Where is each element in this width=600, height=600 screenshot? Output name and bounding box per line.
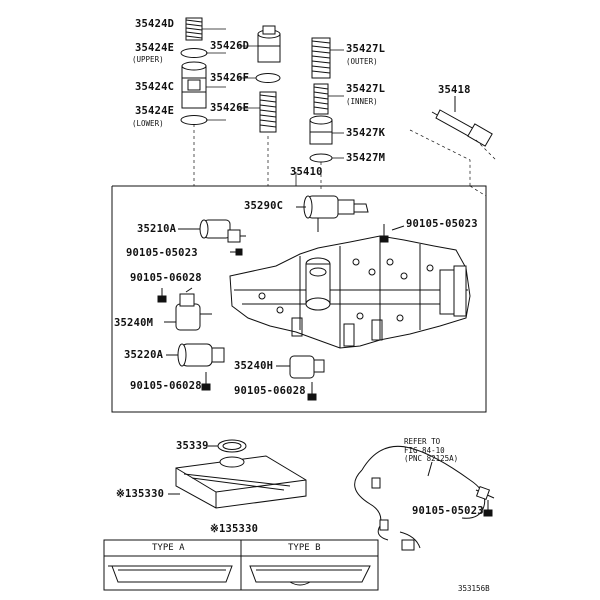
- label-35424e-lower: 35424E: [135, 105, 175, 117]
- bolt-90105-06028-b: [201, 372, 211, 391]
- label-35427m: 35427M: [346, 152, 386, 164]
- label-35339: 35339: [176, 440, 209, 452]
- o-ring-35426f: [255, 73, 281, 83]
- bolt-upper-right: [379, 224, 405, 243]
- label-90105-06028-right: 90105-06028: [234, 385, 306, 397]
- label-35220a: 35220A: [124, 349, 164, 361]
- spring-35426e: [259, 91, 277, 133]
- label-lower: (LOWER): [132, 119, 164, 128]
- piston-35424c: [181, 61, 207, 109]
- refer-line-1: REFER TO: [404, 437, 441, 446]
- table-header-type-b: TYPE B: [288, 543, 321, 553]
- spring-35427l-outer: [311, 37, 331, 79]
- label-35290c: 35290C: [244, 200, 284, 212]
- piston-35427k: [309, 115, 333, 145]
- table-header-type-a: TYPE A: [152, 543, 185, 553]
- type-b-illustration: [249, 565, 371, 586]
- refer-line-3: (PNC 82125A): [404, 454, 459, 464]
- oil-strainer-35330: [168, 455, 307, 509]
- spring-35427l-inner: [313, 83, 329, 115]
- solenoid-35290c: [296, 195, 369, 232]
- label-35427l-inner: 35427L: [346, 83, 386, 95]
- bolt-left-upper: [230, 248, 243, 256]
- label-35410: 35410: [290, 166, 323, 178]
- diagram-code: 353156B: [458, 584, 490, 593]
- label-35210a: 35210A: [137, 223, 177, 235]
- label-35330: ※135330: [116, 488, 165, 500]
- label-90105-06028-left: 90105-06028: [130, 380, 202, 392]
- o-ring-35424e-upper: [180, 48, 208, 58]
- label-90105-05023-right: 90105-05023: [406, 218, 478, 230]
- label-35424c: 35424C: [135, 81, 175, 93]
- label-35424e-upper: 35424E: [135, 42, 175, 54]
- label-upper: (UPPER): [132, 55, 164, 64]
- label-35426f: 35426F: [210, 72, 250, 84]
- type-table: [103, 539, 379, 591]
- label-35240h: 35240H: [234, 360, 274, 372]
- o-ring-35427m: [309, 153, 333, 163]
- solenoid-35240m: [164, 287, 212, 331]
- valve-body-35410: [229, 235, 471, 349]
- type-a-illustration: [108, 565, 233, 583]
- label-35418: 35418: [438, 84, 471, 96]
- label-90105-05023-left: 90105-05023: [126, 247, 198, 259]
- label-35426d: 35426D: [210, 40, 250, 52]
- label-90105-06028-top: 90105-06028: [130, 272, 202, 284]
- label-outer: (OUTER): [346, 57, 378, 66]
- piston-35426d: [257, 25, 281, 63]
- label-35426e: 35426E: [210, 102, 250, 114]
- refer-note: REFER TO FIG 84-10 (PNC 82125A): [404, 437, 459, 464]
- spring-35424d: [185, 17, 203, 41]
- body-frame: [111, 185, 487, 413]
- label-35240m: 35240M: [114, 317, 154, 329]
- solenoid-35220a: [166, 343, 225, 367]
- label-35427l-outer: 35427L: [346, 43, 386, 55]
- gasket-35339: [208, 439, 247, 453]
- label-90105-05023-bottom: 90105-05023: [412, 505, 484, 517]
- wire-harness: [354, 445, 495, 551]
- label-35427k: 35427K: [346, 127, 386, 139]
- solenoid-35210a: [178, 219, 246, 243]
- part-35418-drawing: [431, 96, 493, 147]
- label-inner: (INNER): [346, 97, 378, 106]
- label-35424d: 35424D: [135, 18, 175, 30]
- label-35330-bottom: ※135330: [210, 523, 259, 535]
- bolt-90105-06028-c: [307, 382, 317, 401]
- dashed-guides: [193, 124, 497, 190]
- leader-lines-top: [202, 28, 344, 159]
- o-ring-35424e-lower: [180, 115, 208, 125]
- bolt-90105-06028-a: [157, 288, 167, 303]
- refer-line-2: FIG 84-10: [404, 445, 445, 455]
- solenoid-35240h: [276, 355, 325, 379]
